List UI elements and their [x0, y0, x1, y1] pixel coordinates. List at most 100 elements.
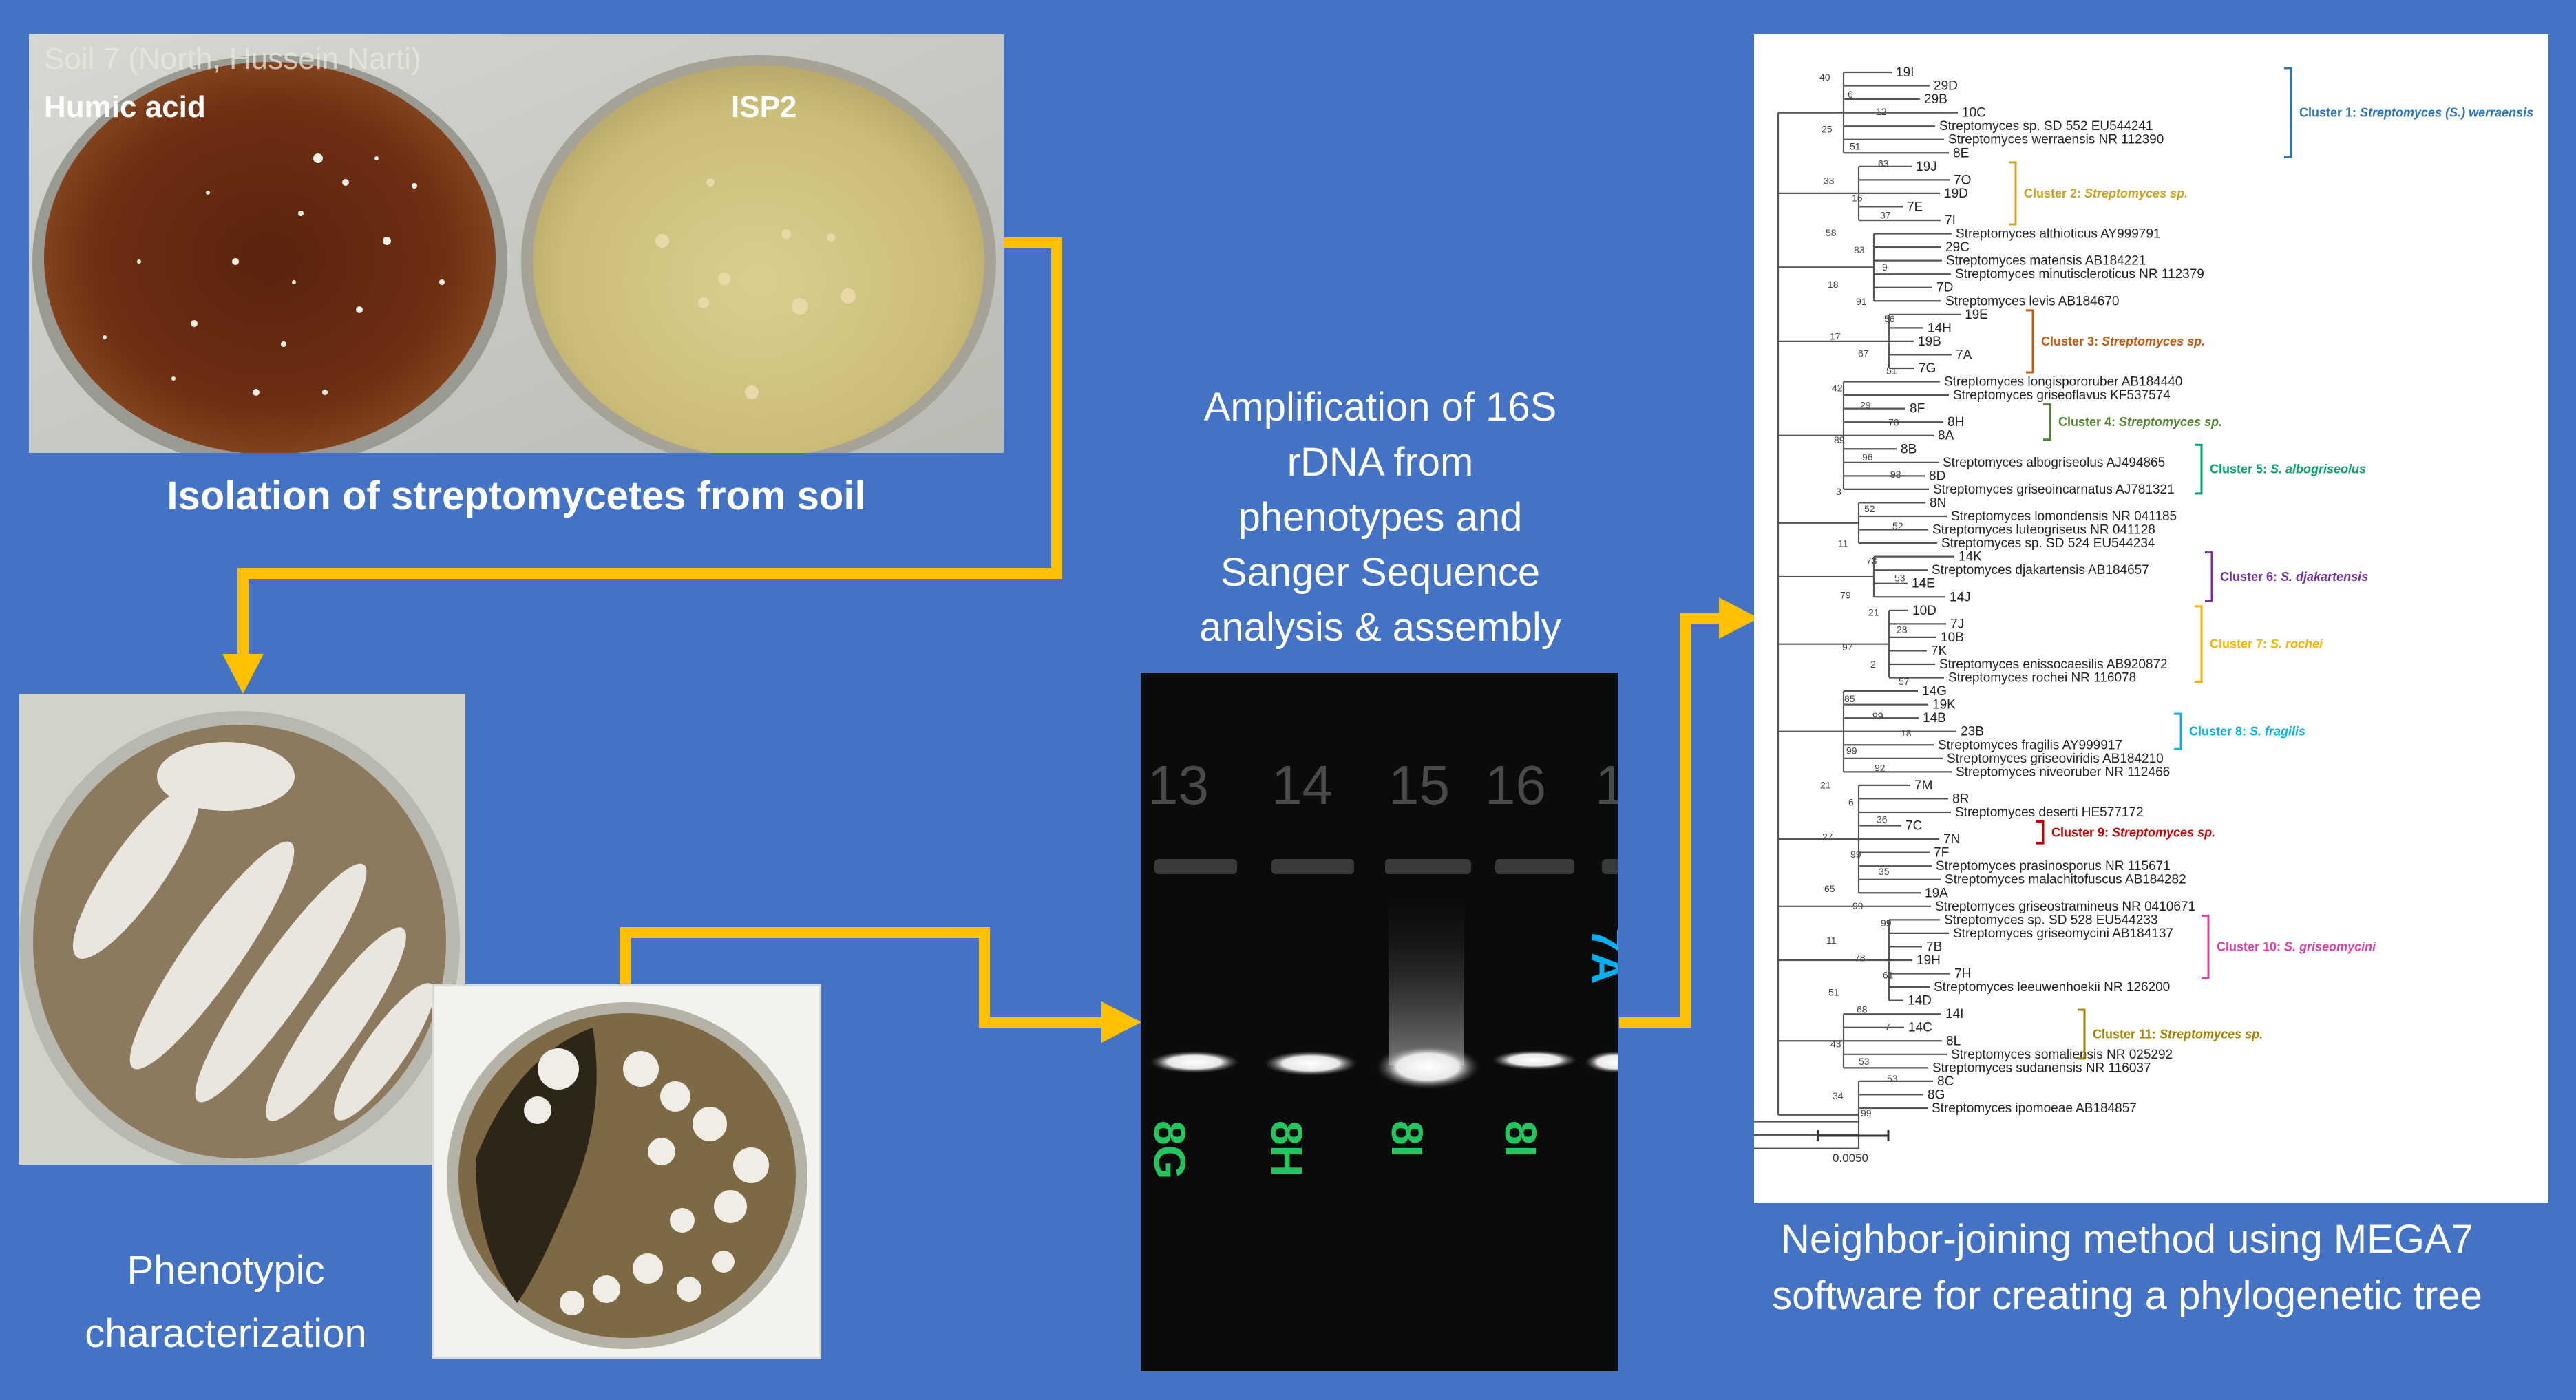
gel-wells [1154, 859, 1618, 874]
cluster-bracket [2174, 712, 2182, 750]
lane-label-8I-b: 8I [1496, 1121, 1545, 1157]
bootstrap-value: 99 [1846, 745, 1857, 756]
arrowhead-gel [1101, 1001, 1141, 1043]
cluster-label: Cluster 10: S. griseomycini [2217, 940, 2376, 953]
tree-leaf: 7I [1945, 213, 1956, 228]
tree-leaf: 14J [1950, 590, 1971, 604]
tree-leaf: Streptomyces longispororuber AB184440 [1944, 375, 2182, 390]
bootstrap-value: 51 [1828, 986, 1839, 997]
tree-leaf: 14C [1908, 1021, 1932, 1035]
tree-leaf: Streptomyces griseoviridis AB184210 [1947, 752, 2164, 766]
arrowhead-tree [1719, 597, 1759, 639]
bootstrap-value: 18 [1828, 279, 1839, 290]
tree-leaf: Streptomyces althioticus AY999791 [1956, 227, 2161, 242]
bootstrap-value: 89 [1834, 434, 1845, 445]
arrowhead-down [222, 654, 264, 694]
tree-leaf: 8H [1947, 415, 1964, 429]
bootstrap-value: 91 [1856, 296, 1867, 307]
streak-colonies [72, 742, 435, 1121]
tree-leaf: Streptomyces fragilis AY999917 [1938, 738, 2122, 752]
bootstrap-value: 99 [1861, 1107, 1872, 1118]
tree-leaf: 14K [1959, 550, 1982, 564]
bootstrap-value: 51 [1850, 140, 1861, 151]
bootstrap-value: 65 [1824, 883, 1835, 894]
bootstrap-value: 83 [1854, 244, 1865, 255]
tree-leaf: 8A [1938, 429, 1954, 443]
cluster-label: Cluster 1: Streptomyces (S.) werraensis [2299, 106, 2533, 120]
tree-leaf: Streptomyces luteogriseus NR 041128 [1932, 523, 2155, 538]
bootstrap-value: 79 [1840, 590, 1851, 601]
cluster-label: Cluster 4: Streptomyces sp. [2058, 415, 2222, 429]
tree-leaf: Streptomyces matensis AB184221 [1946, 254, 2146, 268]
scale-label: 0.0050 [1833, 1152, 1868, 1165]
tree-leaf: 23B [1961, 725, 1984, 739]
bootstrap-value: 17 [1830, 330, 1841, 341]
bootstrap-value: 56 [1884, 313, 1895, 324]
tree-leaf: Streptomyces prasinosporus NR 115671 [1936, 859, 2171, 873]
bootstrap-value: 7 [1885, 1021, 1890, 1032]
tree-leaf: 19E [1965, 308, 1988, 322]
tree-leaf: 7M [1914, 778, 1932, 793]
tree-leaf: 8E [1953, 146, 1969, 160]
tree-leaf: Streptomyces djakartensis AB184657 [1932, 563, 2149, 577]
phenotypic-caption: Phenotypic characterization [19, 1239, 432, 1366]
tree-leaf: 7C [1905, 819, 1922, 834]
tree-leaf: 7E [1907, 200, 1923, 214]
cluster-bracket [2009, 161, 2017, 226]
tree-leaf: Streptomyces griseostramineus NR 0410671 [1935, 900, 2195, 914]
bootstrap-value: 52 [1864, 503, 1875, 514]
tree-leaf: 10C [1962, 106, 1986, 120]
bootstrap-value: 97 [1842, 641, 1853, 653]
tree-leaf: 19B [1918, 335, 1941, 349]
humic-acid-label: Humic acid [44, 90, 206, 124]
bootstrap-value: 68 [1857, 1004, 1868, 1015]
bootstrap-value: 99 [1850, 849, 1861, 860]
bootstrap-value: 53 [1894, 572, 1905, 583]
tree-leaf: 7O [1954, 173, 1971, 187]
bootstrap-value: 9 [1882, 262, 1888, 273]
bootstrap-value: 53 [1887, 1073, 1898, 1084]
cluster-label: Cluster 5: S. albogriseolus [2210, 463, 2366, 476]
tree-leaf: Streptomyces enissocaesilis AB920872 [1939, 657, 2168, 672]
tree-leaf: Streptomyces griseoincarnatus AJ781321 [1933, 482, 2175, 497]
tree-bootstrap-values: 4061225516333163758839189156176751422970… [1819, 72, 1912, 1118]
tree-leaf: 7G [1919, 361, 1936, 376]
bootstrap-value: 57 [1899, 676, 1910, 687]
tree-leaf: 19H [1917, 953, 1941, 968]
tree-leaf: 19A [1925, 886, 1948, 900]
tree-leaf: Streptomyces sp. SD 552 EU544241 [1939, 119, 2153, 134]
petri-dishes-drawing: Soil 7 (North, Hussein Narti) Humic acid… [29, 34, 1004, 453]
tree-leaf: 8R [1952, 792, 1969, 806]
cluster-bracket [2043, 403, 2051, 441]
tree-leaf: Streptomyces rochei NR 116078 [1948, 671, 2136, 686]
amplification-line1: Amplification of 16S [1203, 385, 1557, 429]
bootstrap-value: 34 [1833, 1090, 1844, 1101]
tree-leaf: 7H [1954, 967, 1971, 982]
amplification-caption: Amplification of 16S rDNA from phenotype… [1146, 380, 1614, 655]
gel-image: 13 14 15 16 1 8G 8H 8I 8I 7A [1141, 673, 1618, 1371]
bootstrap-value: 67 [1858, 348, 1869, 359]
bootstrap-value: 27 [1822, 831, 1833, 842]
amplification-line2: rDNA from [1287, 440, 1474, 485]
cluster-bracket [2036, 820, 2045, 845]
bootstrap-value: 96 [1862, 452, 1873, 463]
cluster-bracket [2202, 914, 2210, 979]
bootstrap-value: 99 [1852, 900, 1864, 911]
isolation-caption: Isolation of streptomycetes from soil [167, 474, 866, 518]
cluster-bracket [2195, 443, 2203, 495]
tree-leaf: 19D [1944, 187, 1968, 201]
tree-leaf: 29D [1934, 79, 1958, 94]
neighbor-caption-line2: software for creating a phylogenetic tre… [1772, 1273, 2482, 1318]
cluster-label: Cluster 2: Streptomyces sp. [2024, 187, 2188, 200]
tree-leaf: Streptomyces lomondensis NR 041185 [1951, 509, 2177, 524]
tree-leaf: 29B [1924, 92, 1947, 107]
lane-labels: 8G 8H 8I 8I [1145, 1121, 1545, 1179]
tree-leaf: Streptomyces werraensis NR 112390 [1948, 133, 2164, 147]
tree-leaf: Streptomyces minutiscleroticus NR 112379 [1955, 267, 2204, 282]
amplification-line5: analysis & assembly [1199, 605, 1561, 650]
tree-leaf: 14D [1908, 994, 1932, 1008]
bootstrap-value: 29 [1860, 400, 1871, 411]
tree-leaf: Streptomyces albogriseolus AJ494865 [1943, 456, 2165, 470]
tree-leaf: Streptomyces sp. SD 528 EU544233 [1944, 913, 2158, 927]
